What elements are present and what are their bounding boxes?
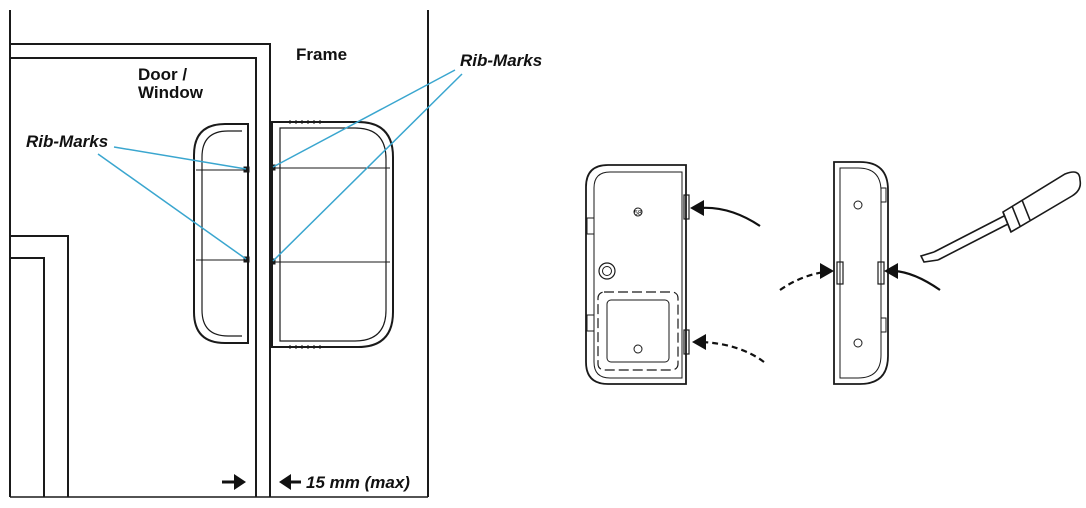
door-label-line1: Door / [138, 65, 187, 84]
gap-dimension [222, 474, 301, 490]
door-frame-drawing [9, 10, 429, 498]
screw-number: 58 [634, 210, 642, 217]
frame-label: Frame [296, 45, 347, 64]
gap-dimension-label: 15 mm (max) [306, 473, 410, 492]
transmitter-back-view [585, 164, 690, 385]
tab-pointer-arrows [690, 200, 765, 363]
rib-mark-leaders [97, 69, 463, 262]
door-label-line2: Window [138, 83, 204, 102]
magnet-unit [193, 123, 250, 344]
transmitter-unit [269, 120, 394, 349]
side-pointer-arrows [779, 263, 941, 291]
rib-marks-label-left: Rib-Marks [26, 132, 108, 151]
screwdriver-icon [919, 171, 1082, 263]
rib-marks-label-right: Rib-Marks [460, 51, 542, 70]
transmitter-side-view [833, 161, 889, 385]
